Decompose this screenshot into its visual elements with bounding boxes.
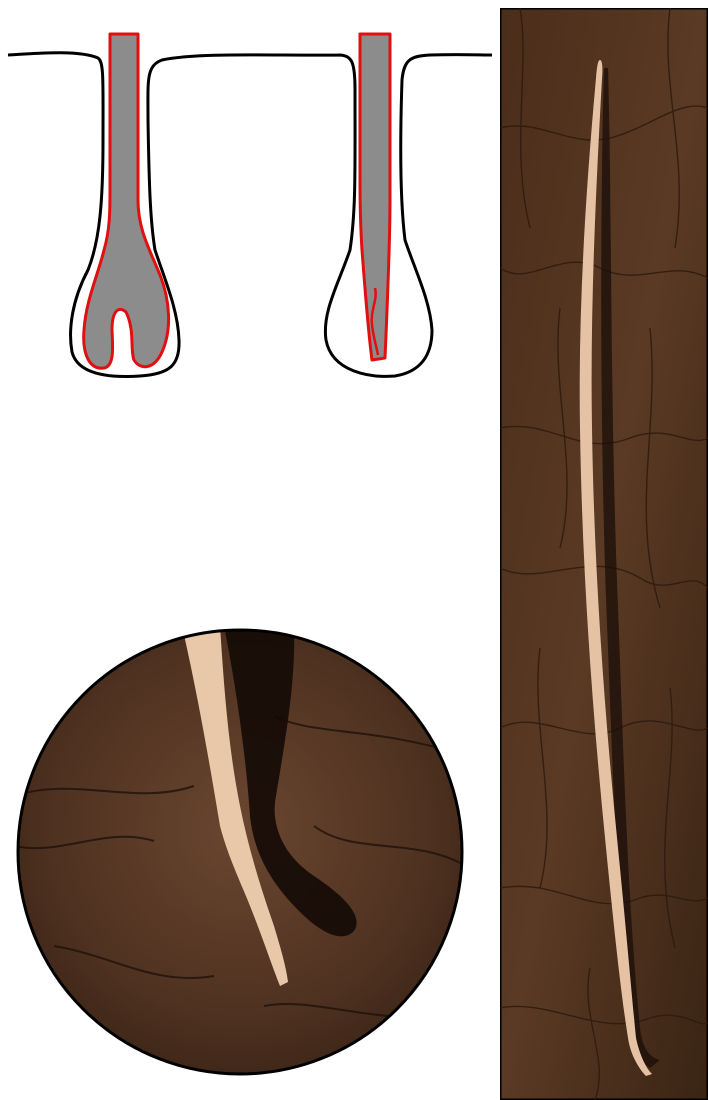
hair-photo [500,8,708,1100]
follicle-diagram [0,0,500,400]
skin-outline [8,53,492,377]
left-hair-shaft [84,34,169,368]
hair-tip-magnified [14,626,466,1078]
right-hair-shaft [360,34,390,360]
